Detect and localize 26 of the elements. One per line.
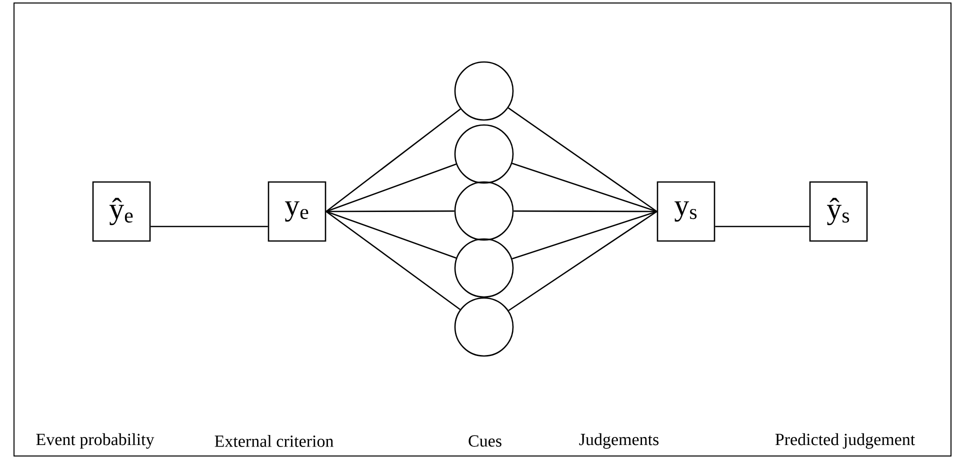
connector-line bbox=[326, 108, 461, 212]
connector-line bbox=[326, 210, 456, 259]
connector-line bbox=[150, 226, 268, 228]
column-label: Predicted judgement bbox=[775, 433, 916, 449]
connector-line bbox=[512, 210, 658, 260]
connector-line bbox=[326, 164, 456, 212]
cue-circle bbox=[454, 124, 514, 184]
connector-line bbox=[514, 210, 657, 212]
variable-box: ŷ$_{s}$ bbox=[809, 181, 868, 242]
connector-line bbox=[512, 162, 658, 212]
column-label: Event probability bbox=[36, 433, 154, 449]
cue-circle bbox=[454, 297, 514, 357]
variable-box: y$_{e}$ bbox=[268, 181, 326, 242]
cue-circle bbox=[454, 181, 514, 241]
connector-line bbox=[508, 210, 658, 312]
column-label: Cues bbox=[468, 435, 502, 447]
connector-line bbox=[508, 107, 658, 212]
column-label: External criterion bbox=[214, 435, 334, 447]
variable-box: y$_{s}$ bbox=[656, 181, 716, 242]
column-label: Judgements bbox=[579, 433, 659, 449]
cue-circle bbox=[454, 238, 514, 298]
variable-box: ŷ$_{e}$ bbox=[92, 181, 151, 242]
connector-line bbox=[326, 210, 460, 310]
cue-circle bbox=[454, 61, 514, 121]
connector-line bbox=[715, 226, 810, 228]
connector-line bbox=[326, 210, 454, 212]
